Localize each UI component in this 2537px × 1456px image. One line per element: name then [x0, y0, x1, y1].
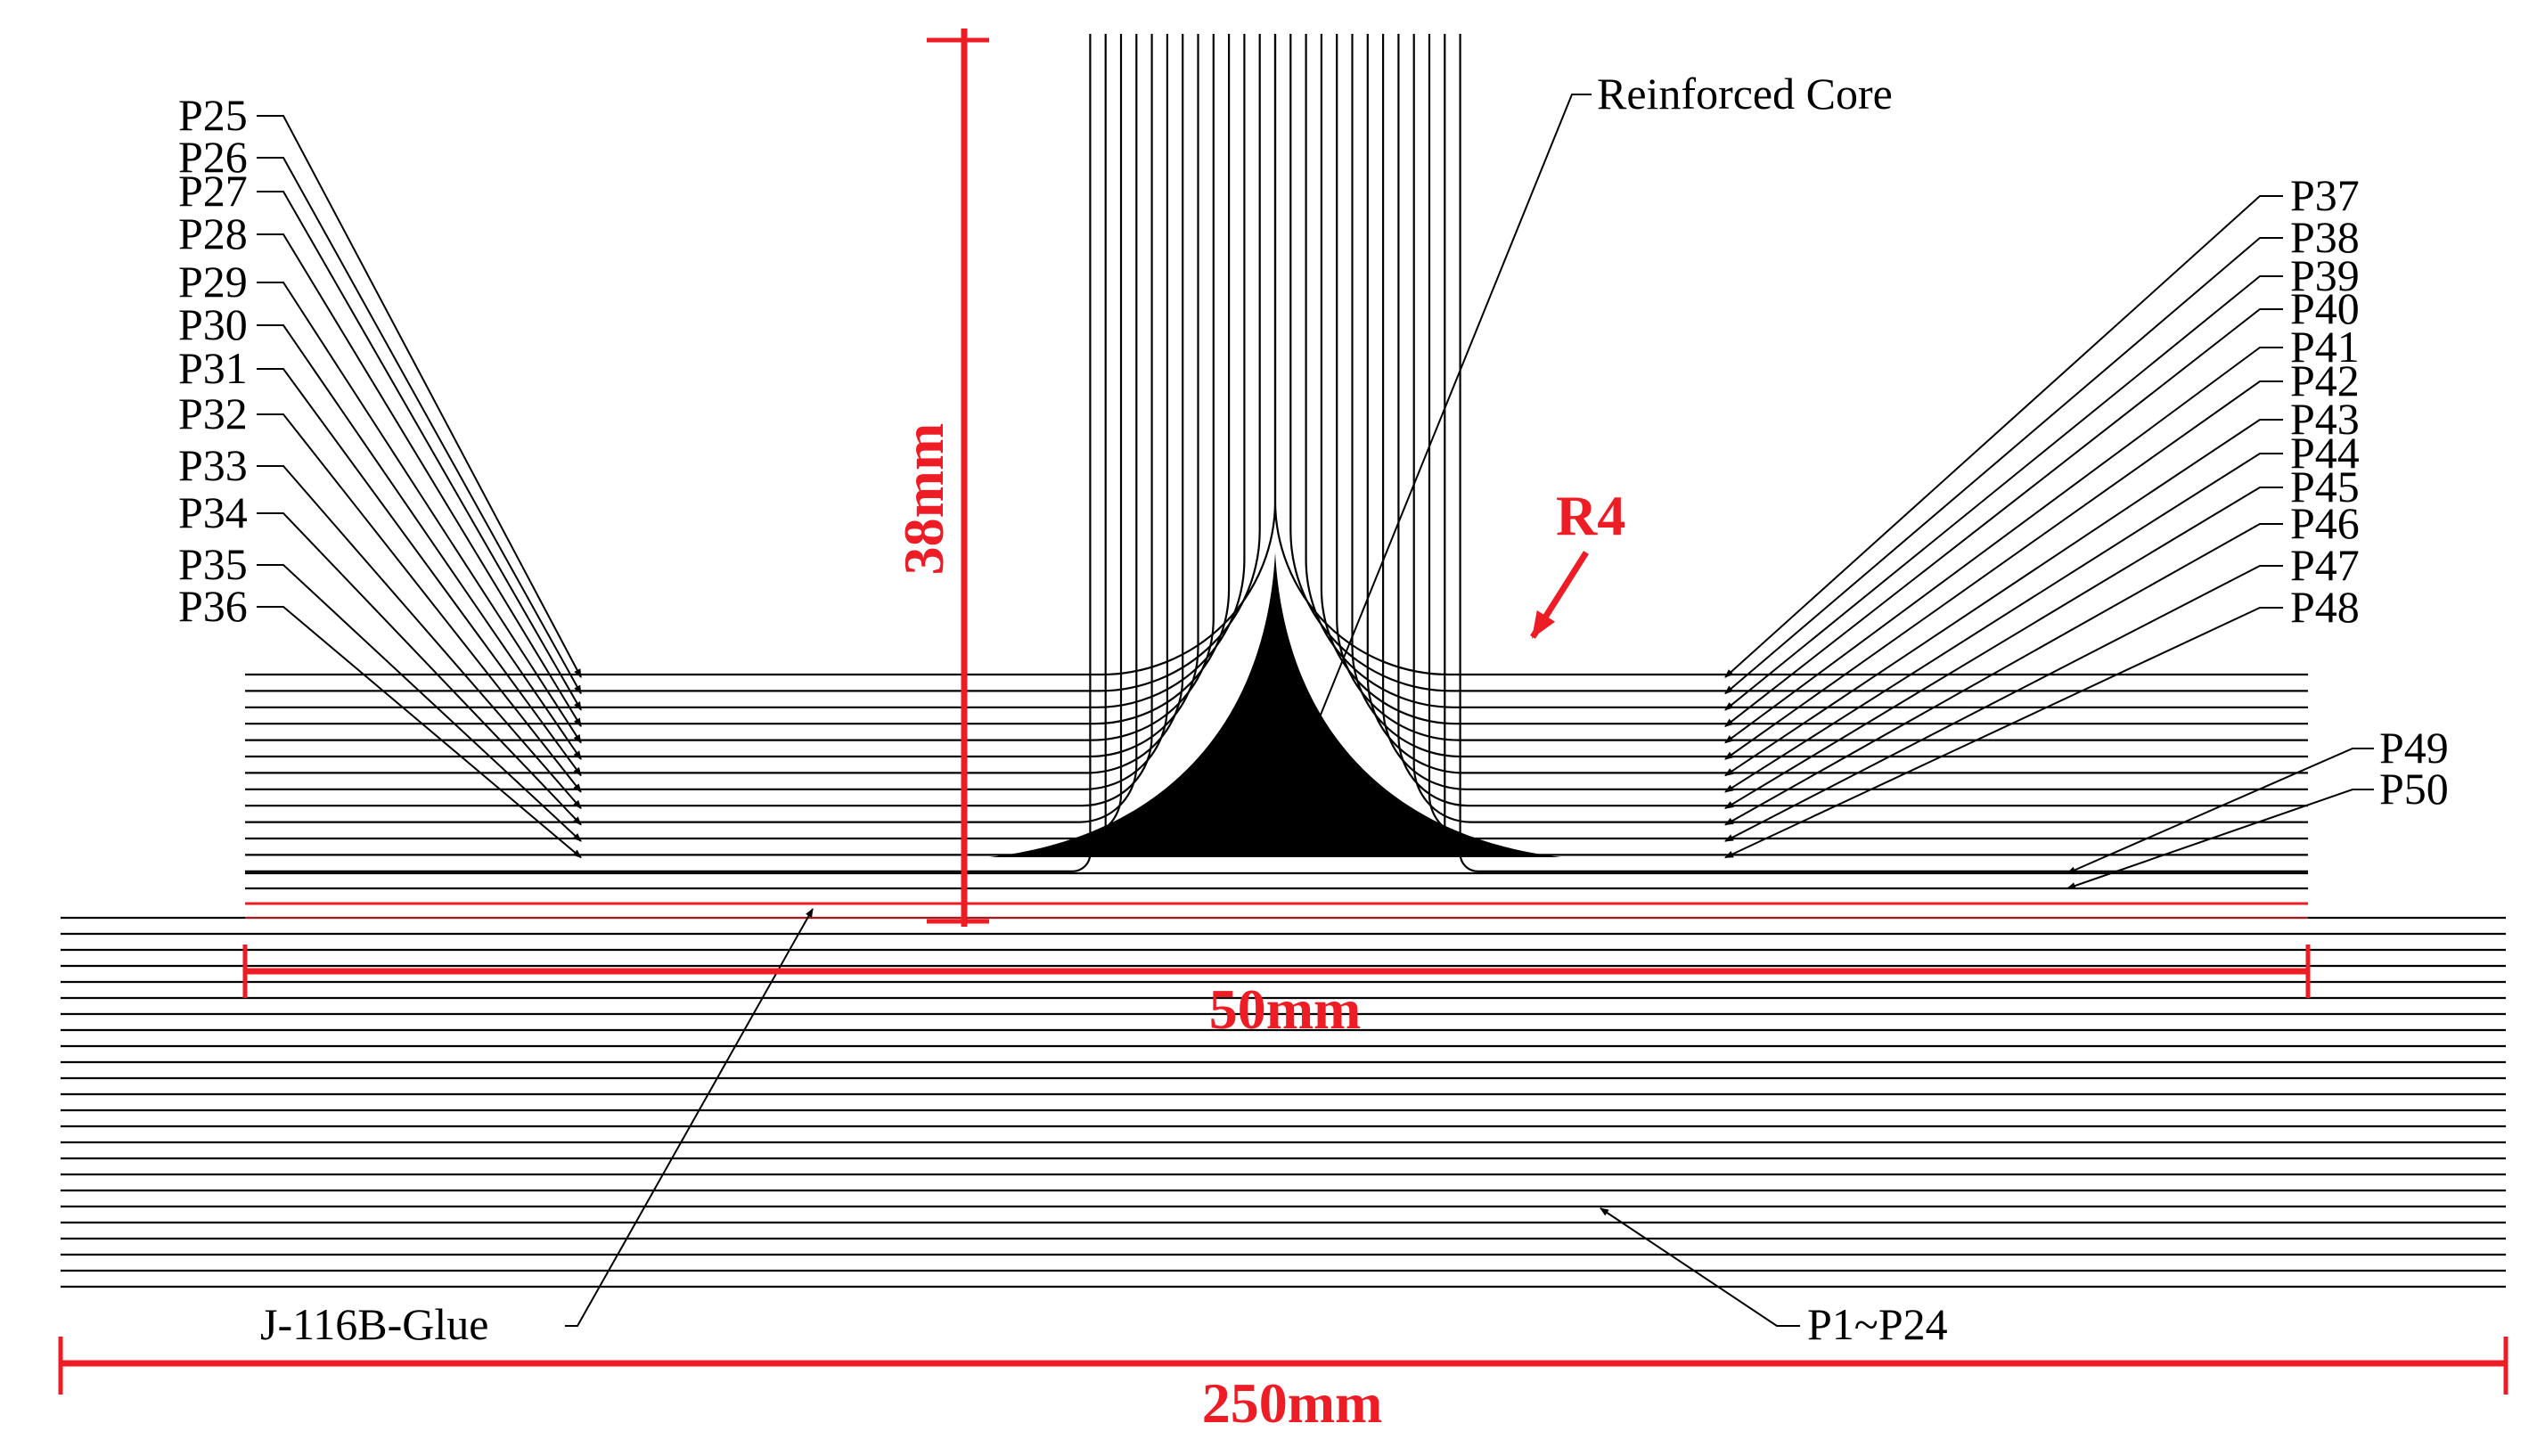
web-ply-left — [970, 34, 1123, 840]
right-ply-leader — [1724, 607, 2283, 859]
web-ply-left — [970, 34, 1199, 758]
ply-label-p39: P39 — [2290, 250, 2360, 300]
ply-label-p45: P45 — [2290, 462, 2360, 511]
web-ply-right — [1320, 34, 1582, 725]
right-ply-leader — [1724, 565, 2283, 842]
web-ply-right — [1459, 34, 1582, 872]
left-ply-leader — [257, 191, 582, 711]
left-ply-leader — [257, 413, 582, 793]
dimension-lines — [58, 29, 2508, 1395]
web-ply-right — [1428, 34, 1582, 840]
right-ply-leader — [1724, 380, 2283, 760]
web-ply-left — [970, 34, 1168, 790]
left-ply-leader — [257, 282, 582, 744]
ply-label-p35: P35 — [178, 539, 248, 589]
web-ply-left — [970, 34, 1092, 872]
left-ply-leader — [257, 512, 582, 826]
web-ply-left — [970, 34, 1153, 807]
web-ply-right — [1351, 34, 1582, 758]
ply-label-p44: P44 — [2290, 428, 2360, 478]
web-ply-right — [1382, 34, 1582, 790]
left-ply-leader — [257, 564, 582, 842]
web-ply-right — [1366, 34, 1582, 774]
cover-ply-labels: P49 P50 — [2379, 723, 2449, 814]
left-ply-leader — [257, 115, 582, 678]
web-ply-right — [1305, 34, 1582, 708]
ply-label-p33: P33 — [178, 440, 248, 490]
ply-label-p28: P28 — [178, 209, 248, 258]
reinforced-core-label: Reinforced Core — [1597, 69, 1893, 119]
height-dimension-label: 38mm — [892, 423, 955, 576]
web-ply-right — [1289, 34, 1582, 692]
reinforced-core-filler — [989, 552, 1561, 857]
right-ply-leader — [1724, 453, 2283, 793]
web-ply-left — [970, 34, 1261, 692]
ply-label-p50: P50 — [2379, 764, 2449, 814]
ply-label-p27: P27 — [178, 166, 248, 216]
ply-label-p46: P46 — [2290, 498, 2360, 548]
p50-leader — [2066, 789, 2374, 889]
flange-laminate — [245, 673, 2308, 890]
web-ply-left — [970, 34, 1231, 725]
ply-label-p34: P34 — [178, 487, 248, 537]
right-ply-leader — [1724, 308, 2283, 727]
web-ply-right — [1444, 34, 1582, 856]
left-ply-leader — [257, 233, 582, 728]
p49-leader — [2066, 748, 2374, 874]
glue-label: J-116B-Glue — [260, 1299, 488, 1349]
right-ply-leader — [1724, 347, 2283, 744]
web-ply-left — [970, 34, 1246, 708]
right-ply-labels: P37 P38 P39 P40 P41 P42 P43 P44 P45 P46 … — [2290, 170, 2360, 632]
ply-label-p25: P25 — [178, 90, 248, 140]
right-ply-leader — [1724, 523, 2283, 826]
glue-layer — [245, 902, 2308, 919]
ply-label-p49: P49 — [2379, 723, 2449, 773]
base-laminate — [61, 916, 2506, 1288]
ply-label-p42: P42 — [2290, 356, 2360, 405]
left-ply-leader — [257, 157, 582, 695]
glue-leader — [565, 908, 814, 1327]
ply-label-p31: P31 — [178, 343, 248, 393]
left-ply-leader — [257, 368, 582, 777]
ply-label-p32: P32 — [178, 389, 248, 438]
radius-label: R4 — [1556, 484, 1625, 547]
ply-label-p48: P48 — [2290, 582, 2360, 632]
ply-label-p38: P38 — [2290, 212, 2360, 262]
base-plies-label: P1~P24 — [1807, 1299, 1948, 1349]
ply-label-p30: P30 — [178, 299, 248, 349]
ply-label-p37: P37 — [2290, 170, 2360, 220]
right-ply-leader — [1724, 275, 2283, 711]
left-ply-leader — [257, 606, 582, 859]
left-ply-leader — [257, 465, 582, 809]
total-width-dimension-label: 250mm — [1202, 1371, 1383, 1435]
right-ply-leader — [1724, 195, 2283, 678]
web-ply-left — [970, 34, 1184, 774]
web-ply-left — [970, 34, 1107, 856]
ply-label-p26: P26 — [178, 132, 248, 182]
ply-label-p43: P43 — [2290, 394, 2360, 444]
reinforced-core-leader — [1316, 94, 1592, 724]
web-ply-left — [970, 34, 1215, 741]
ply-leader-lines — [257, 94, 2374, 1327]
ply-label-p40: P40 — [2290, 283, 2360, 333]
ply-label-p47: P47 — [2290, 540, 2360, 590]
base-plies-leader — [1600, 1207, 1800, 1327]
flange-width-dimension-label: 50mm — [1209, 977, 1362, 1041]
ply-label-p36: P36 — [178, 581, 248, 631]
web-ply-right — [1412, 34, 1582, 823]
left-ply-leader — [257, 324, 582, 760]
right-ply-leader — [1724, 237, 2283, 695]
web-ply-left — [970, 34, 1138, 823]
left-ply-labels: P25 P26 P27 P28 P29 P30 P31 P32 P33 P34 … — [178, 90, 248, 631]
radius-arrow — [1530, 551, 1589, 639]
ply-label-p41: P41 — [2290, 322, 2360, 372]
ply-label-p29: P29 — [178, 257, 248, 307]
right-ply-leader — [1724, 487, 2283, 810]
web-ply-right — [1397, 34, 1582, 807]
right-ply-leader — [1724, 419, 2283, 777]
